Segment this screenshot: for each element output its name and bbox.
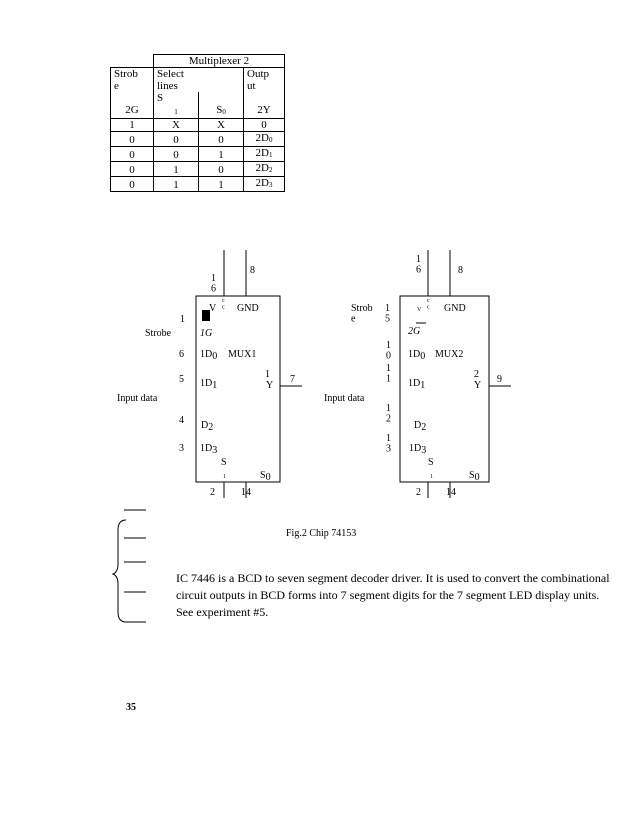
table-row: 0 0 1 2D1 [110, 146, 285, 162]
gnd-label: GND [444, 303, 466, 314]
mux-label: MUX2 [435, 349, 463, 360]
select-s0: S0 [469, 470, 480, 483]
input-d2: D2 [201, 420, 213, 433]
table-row: 1 X X 0 [110, 118, 285, 132]
input-d2: D2 [414, 420, 426, 433]
pin-label: 8 [458, 265, 463, 276]
g-label: 2G [408, 326, 420, 337]
brace-decoration [112, 509, 146, 623]
select-s1: S [221, 457, 227, 468]
table-row: 0 1 1 2D3 [110, 176, 285, 192]
svg-text:1: 1 [430, 474, 433, 480]
svg-text:cc: cc [427, 298, 430, 310]
table-title: Multiplexer 2 [153, 54, 285, 68]
mux-label: MUX1 [228, 349, 256, 360]
input-d1: 1D1 [200, 378, 217, 391]
input-data-label: Input data [117, 393, 158, 404]
output-y: Y [474, 380, 481, 391]
page-number: 35 [126, 702, 136, 713]
pin-label: 2 [210, 487, 215, 498]
svg-text:1: 1 [223, 474, 226, 480]
table-row: 0 0 0 2D0 [110, 131, 285, 147]
input-d3: 1D3 [409, 443, 426, 456]
input-d3: 1D3 [200, 443, 217, 456]
chip-2-body [399, 295, 490, 483]
header-s0: S0 [198, 92, 244, 119]
pin-label: 9 [497, 374, 502, 385]
input-d0: 1D0 [200, 349, 217, 362]
strobe-marker [202, 310, 210, 321]
pin-label: 14 [241, 487, 251, 498]
pin-label: 6 [179, 349, 184, 360]
pin-label: 1 [180, 314, 185, 325]
svg-text:cc: cc [222, 298, 225, 310]
gnd-label: GND [237, 303, 259, 314]
body-paragraph: IC 7446 is a BCD to seven segment decode… [176, 571, 610, 619]
chip-1-body [195, 295, 281, 483]
select-s0: S0 [260, 470, 271, 483]
pin-label: 7 [290, 374, 295, 385]
pin-label: 2 [416, 487, 421, 498]
pin-label: 4 [179, 415, 184, 426]
input-data-label: Input data [324, 393, 365, 404]
pin-label: 2 [474, 369, 479, 380]
table-row: 0 1 0 2D2 [110, 161, 285, 177]
strobe-label: Strobe [145, 328, 172, 339]
vcc-label: V [209, 303, 217, 314]
input-d1: 1D1 [408, 378, 425, 391]
pin-label: 14 [446, 487, 456, 498]
select-s1: S [428, 457, 434, 468]
output-y: Y [266, 380, 273, 391]
figure-caption: Fig.2 Chip 74153 [286, 528, 357, 539]
pin-label: 3 [179, 443, 184, 454]
vcc-label: V [417, 307, 422, 313]
header-select: Select lines [153, 67, 244, 92]
input-d0: 1D0 [408, 349, 425, 362]
g-label: 1G [200, 328, 212, 339]
pin-label: 1 [265, 369, 270, 380]
pin-label: 8 [250, 265, 255, 276]
pin-label: 5 [179, 374, 184, 385]
